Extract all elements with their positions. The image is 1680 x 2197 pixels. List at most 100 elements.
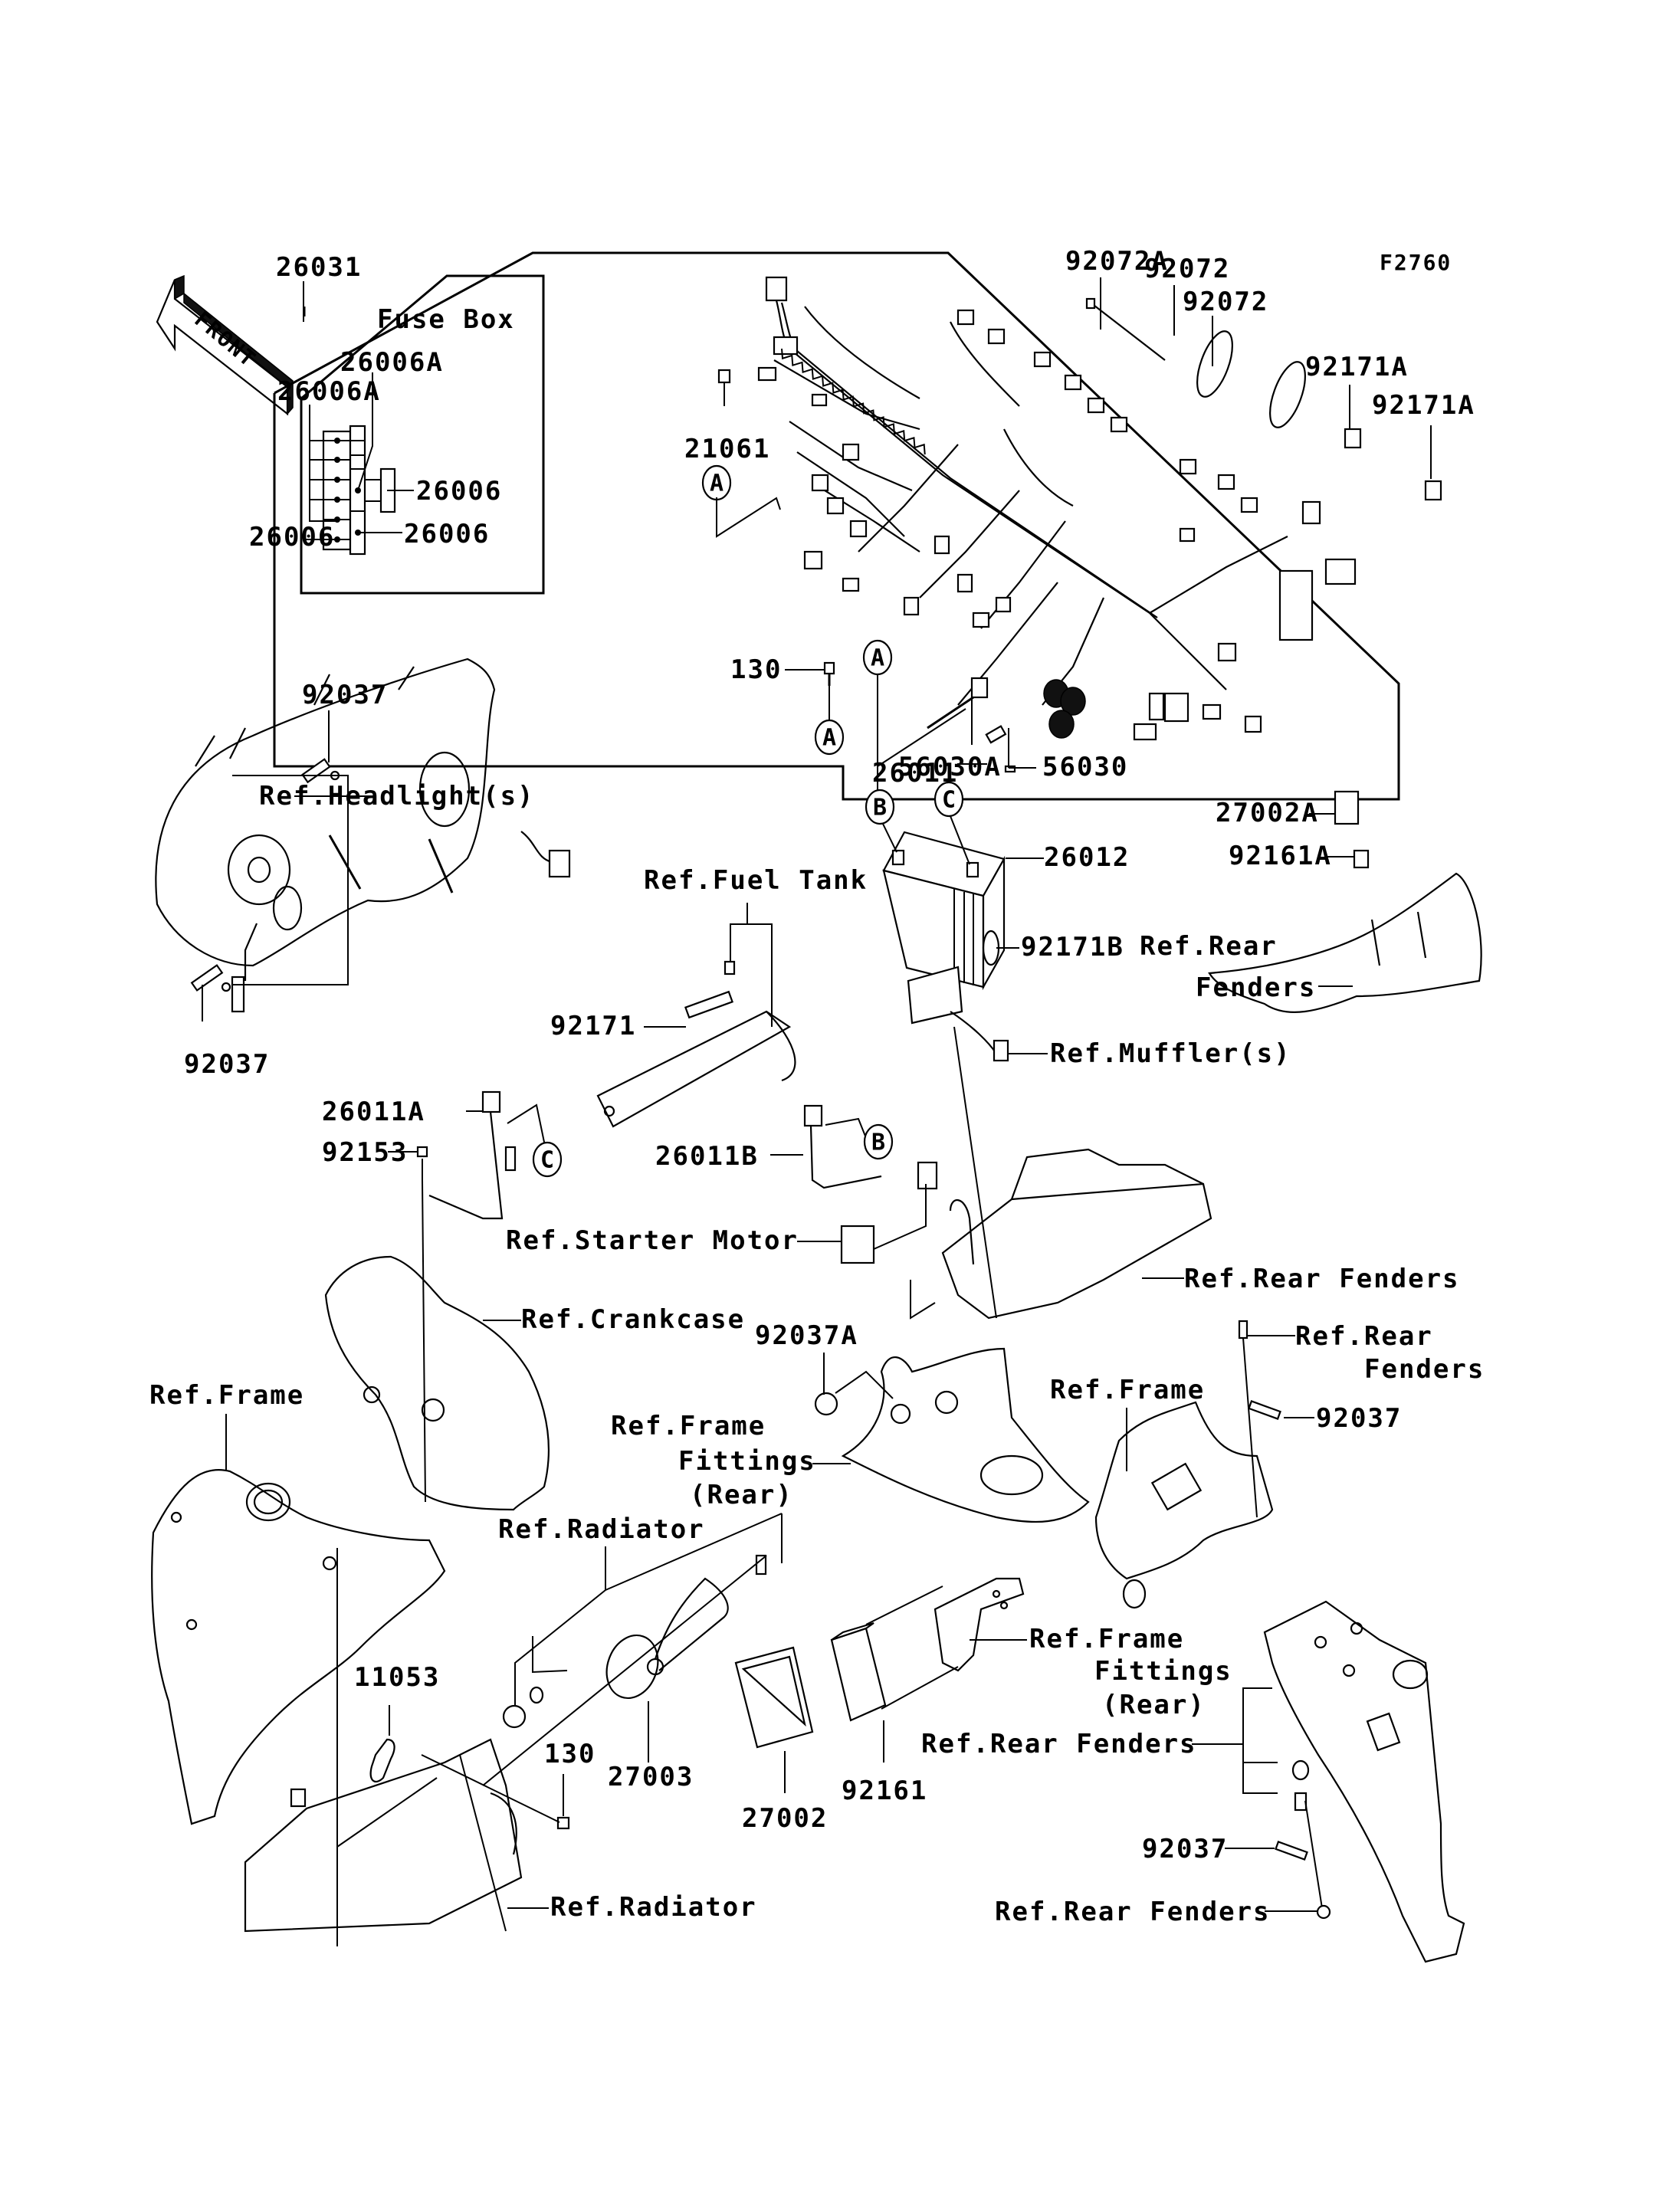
part-92072-label-2: 92072 [1183,287,1268,317]
bolt-rear-fender-icon [1238,1320,1249,1340]
wiring-harness-icon [757,276,1357,739]
part-21061-icon [717,369,731,384]
part-26012-label: 26012 [1044,842,1130,873]
relay-holder-icon [1353,849,1370,869]
ref-crankcase-label: Ref.Crankcase [521,1304,745,1335]
ref-radiator-label-bottom: Ref.Radiator [550,1892,757,1923]
frame-fitting-rear-icon [841,1347,1090,1523]
ref-frame-fittings-label-2b: Fittings [1094,1656,1232,1687]
part-92171A-label-2: 92171A [1372,390,1475,421]
clamp-strip-icon [301,758,331,784]
ref-frame-label-right: Ref.Frame [1050,1375,1205,1405]
part-21061-label: 21061 [684,434,770,464]
rear-fender-upper-icon [1208,872,1482,1013]
bracket-11053-icon [369,1738,395,1783]
part-92037-label-top: 92037 [302,680,388,710]
headlight-assembly-icon [155,657,571,1013]
ref-rear-fenders-label-5: Ref.Rear Fenders [995,1897,1271,1927]
part-26006A-label-lower: 26006A [277,376,381,407]
bolt-130-bottom-icon [556,1816,570,1830]
svg-text:C: C [540,1147,554,1174]
callout-b-marker-1: B [865,789,895,825]
clamp-strip-bottom-icon [1275,1841,1308,1861]
part-92072-label-1: 92072 [1144,254,1230,284]
collar-icon [529,1686,544,1704]
part-26006A-label-upper: 26006A [340,347,444,378]
clamp-strip-right-icon [1248,1400,1281,1420]
rear-frame-right-icon [1094,1401,1274,1609]
part-92037A-label: 92037A [755,1320,858,1351]
rear-fender-center-icon [941,1026,1212,1320]
part-92171-label: 92171 [550,1011,636,1041]
part-27003-label: 27003 [608,1762,694,1792]
callout-a-marker-1: A [701,464,732,501]
strap-92171-icon [684,990,733,1019]
relay-box-icon [830,1622,887,1722]
part-26011A-label: 26011A [322,1097,425,1127]
part-92171A-label-1: 92171A [1305,352,1409,382]
callout-a-marker-3: A [814,719,845,756]
cable-tie-icon [1085,297,1306,428]
fuse-holder-icon [985,723,1157,773]
svg-text:A: A [871,645,884,672]
callout-c-marker-2: C [532,1141,563,1178]
part-92072A-label: 92072A [1065,246,1169,277]
part-27002A-label: 27002A [1216,798,1319,828]
part-26006-label-left: 26006 [249,522,335,553]
part-92037-label-right: 92037 [1316,1403,1402,1434]
part-92161-label: 92161 [842,1776,927,1806]
frame-fitting-plate-icon [865,1577,1025,1710]
ref-frame-fittings-label-1a: Ref.Frame [611,1411,766,1441]
ref-rear-fenders-label-3b: Fenders [1364,1354,1485,1385]
part-26011B-label: 26011B [655,1141,759,1172]
ref-radiator-label-top: Ref.Radiator [498,1514,705,1545]
ref-frame-fittings-label-2c: (Rear) [1102,1690,1206,1720]
part-130-label-bottom: 130 [544,1739,596,1769]
part-26006-label-right-lower: 26006 [404,519,490,549]
ref-frame-fittings-label-1c: (Rear) [690,1480,793,1510]
grommet-rear-icon [1291,1759,1310,1781]
part-11053-label: 11053 [354,1662,440,1693]
figure-id: F2760 [1380,250,1452,275]
part-92171B-label: 92171B [1021,932,1124,962]
callout-b-marker-2: B [863,1123,894,1160]
nut-icon [1316,1904,1331,1920]
svg-text:A: A [822,725,836,752]
ref-rear-fenders-label-1b: Fenders [1196,972,1316,1003]
bolt-icon [823,661,835,686]
ground-lead-a-icon [428,1090,517,1220]
clamp-strip-icon-2 [190,964,224,992]
front-arrow-icon: FRONT [156,274,294,416]
ref-frame-fittings-label-1b: Fittings [678,1446,816,1477]
fuse-box-title: Fuse Box [377,304,515,335]
svg-text:B: B [873,795,887,821]
ref-rear-fenders-label-2: Ref.Rear Fenders [1184,1264,1460,1294]
ref-frame-label-left: Ref.Frame [149,1380,304,1411]
ref-starter-motor-label: Ref.Starter Motor [506,1225,799,1256]
starter-relay-icon [840,1225,875,1264]
bolt-horn-icon [755,1554,767,1576]
svg-text:A: A [710,471,724,497]
rear-fender-bracket-icon [1263,1600,1465,1963]
ref-muffler-label: Ref.Muffler(s) [1050,1038,1291,1069]
part-56030A-label: 56030A [898,752,1002,782]
svg-text:B: B [871,1130,885,1156]
part-26006-label-right-upper: 26006 [416,476,502,507]
muffler-sensor-icon [907,966,1009,1062]
fuse-block-icon [303,372,414,556]
fuel-tank-bracket-icon [596,1010,796,1128]
part-92037-label-bottom-right: 92037 [1142,1834,1228,1864]
clamp-icon [1344,428,1442,501]
part-92161A-label: 92161A [1229,841,1332,871]
part-26011-icon [927,677,989,730]
clamp-92037A-ring-icon [814,1392,838,1416]
part-130-label-top: 130 [730,654,782,685]
battery-icon [882,831,1006,991]
ref-rear-fenders-label-1a: Ref.Rear [1140,931,1278,962]
relay-icon [1334,790,1360,825]
ref-rear-fenders-label-4: Ref.Rear Fenders [921,1729,1197,1759]
bolt-icon-2 [724,960,736,976]
part-92037-label-bottom-left: 92037 [184,1049,270,1080]
ground-lead-b-icon [803,1104,938,1190]
